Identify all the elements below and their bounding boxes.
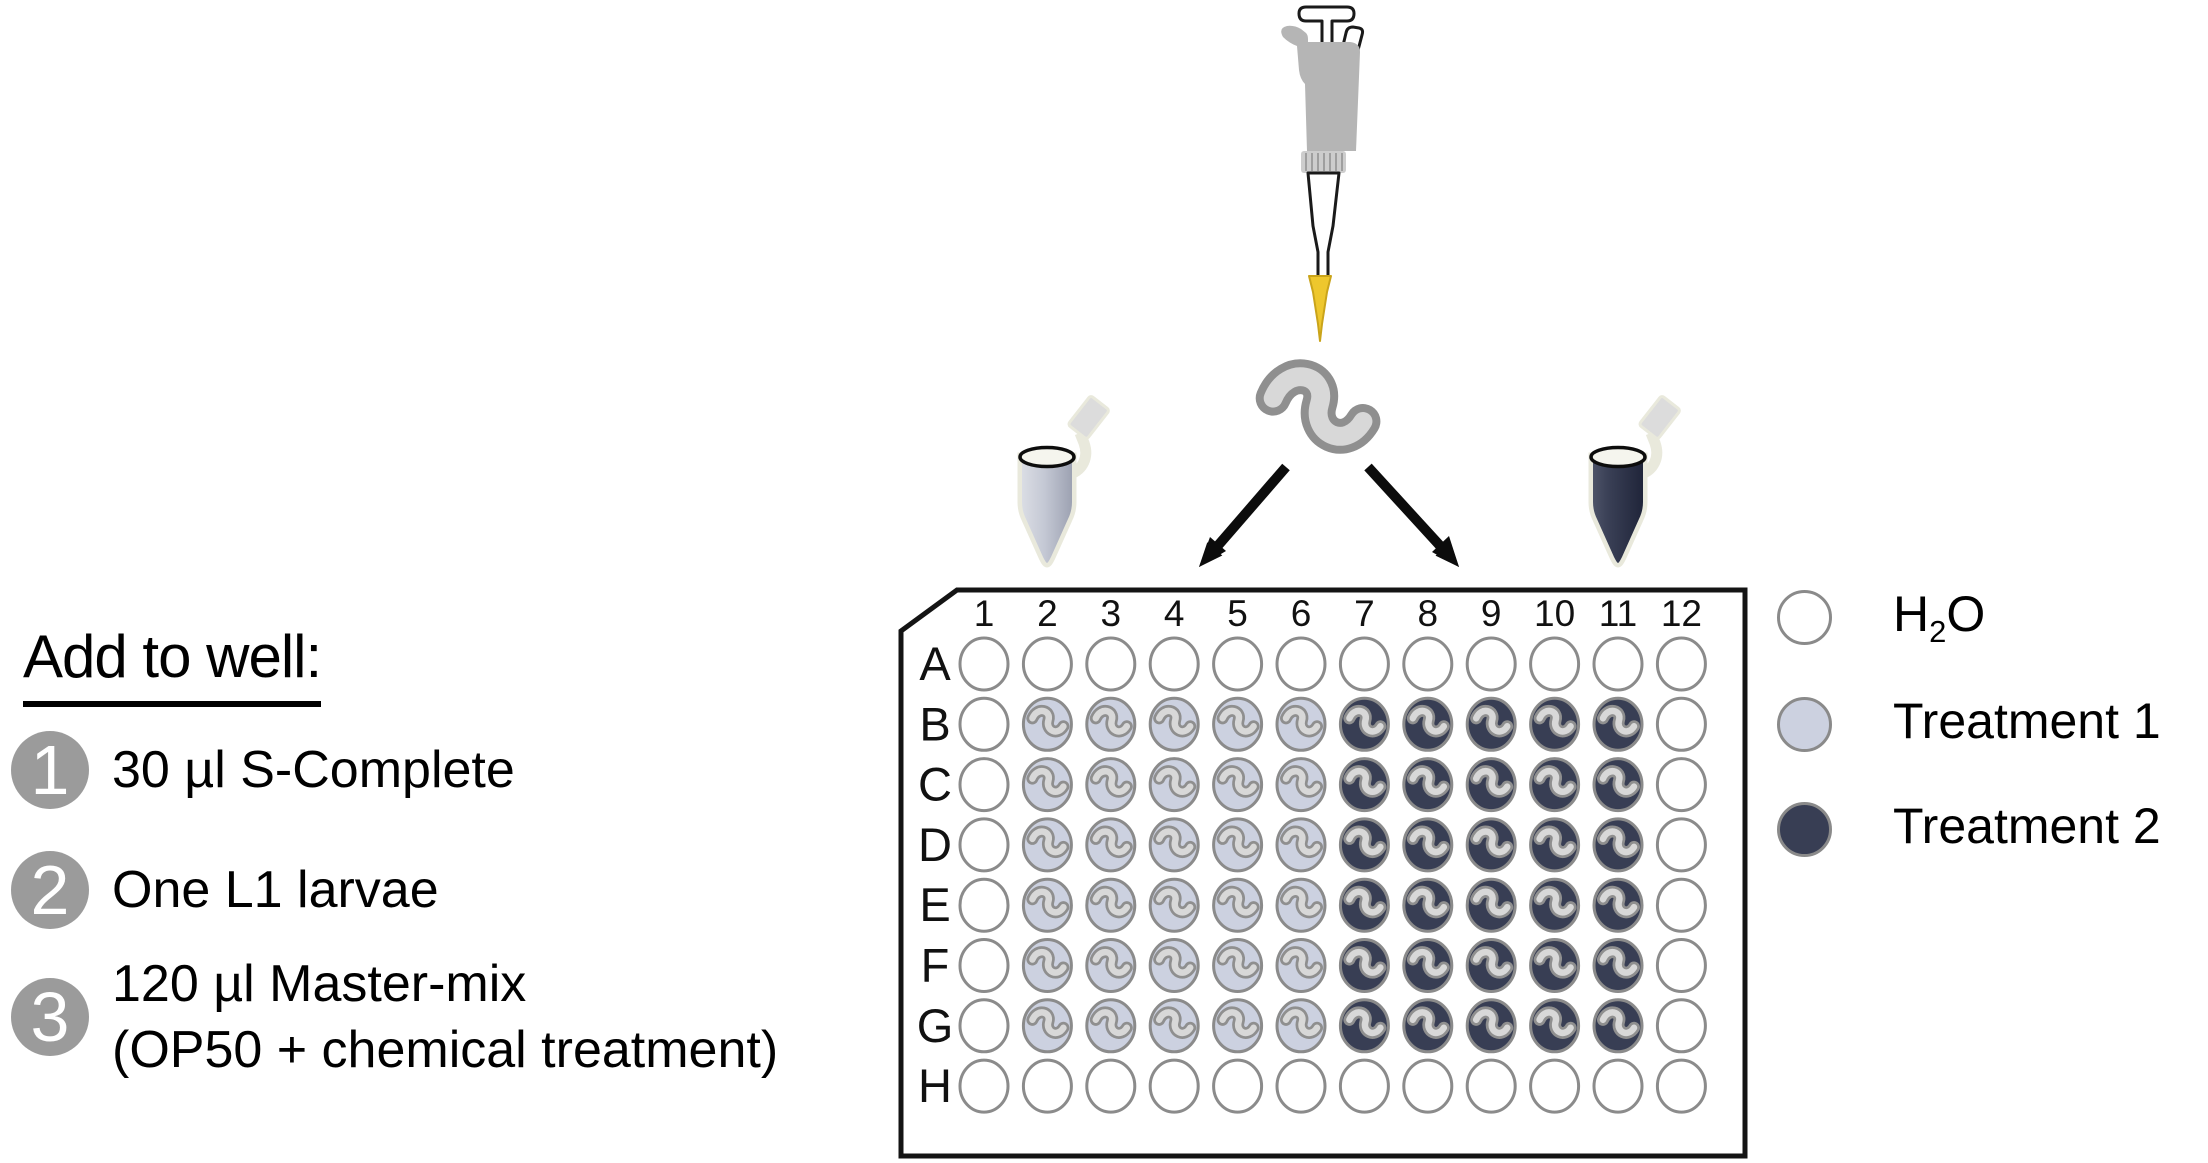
legend-swatch-treatment1 xyxy=(1777,696,1832,752)
instructions-heading: Add to well: xyxy=(23,622,322,707)
arrow-down-left-icon xyxy=(1199,463,1290,567)
step-1-text: 30 µl S-Complete xyxy=(112,741,515,799)
legend-label-h2o: H2O xyxy=(1893,585,1986,649)
well-H5-h2o xyxy=(1212,1058,1264,1114)
well-H9-h2o xyxy=(1465,1058,1517,1114)
well-F12-h2o xyxy=(1655,938,1707,993)
legend-item-treatment1: Treatment 1 xyxy=(1777,693,2161,752)
legend-label-treatment2: Treatment 2 xyxy=(1893,797,2161,854)
arrow-down-right-icon xyxy=(1364,463,1459,567)
row-label-G: G xyxy=(917,999,954,1052)
row-label-E: E xyxy=(919,878,950,931)
legend-label-treatment1: Treatment 1 xyxy=(1893,692,2161,749)
column-label-1: 1 xyxy=(974,593,995,634)
worm-icon xyxy=(1273,377,1363,437)
well-H7-h2o xyxy=(1338,1058,1390,1114)
well-B1-h2o xyxy=(958,696,1010,752)
column-label-4: 4 xyxy=(1164,593,1185,634)
step-2: 2 One L1 larvae xyxy=(11,851,439,929)
well-C1-h2o xyxy=(958,757,1010,813)
well-A6-h2o xyxy=(1275,636,1327,692)
step-3-text-line2: (OP50 + chemical treatment) xyxy=(112,1021,779,1079)
step-2-text: One L1 larvae xyxy=(112,861,439,919)
well-B12-h2o xyxy=(1655,696,1707,752)
well-A5-h2o xyxy=(1212,636,1264,692)
step-1: 1 30 µl S-Complete xyxy=(11,731,515,809)
column-label-11: 11 xyxy=(1599,593,1637,634)
well-H6-h2o xyxy=(1275,1058,1327,1114)
pipette-tip xyxy=(1308,275,1332,342)
microcentrifuge-tube-light-icon xyxy=(1017,395,1110,568)
well-F1-h2o xyxy=(958,938,1010,993)
column-label-2: 2 xyxy=(1037,593,1058,634)
well-D1-h2o xyxy=(958,817,1010,873)
legend-item-treatment2: Treatment 2 xyxy=(1777,798,2161,857)
column-label-5: 5 xyxy=(1227,593,1248,634)
well-D12-h2o xyxy=(1655,817,1707,873)
step-3-badge: 3 xyxy=(11,978,89,1056)
well-G12-h2o xyxy=(1655,998,1707,1054)
well-A7-h2o xyxy=(1338,636,1390,692)
well-A10-h2o xyxy=(1529,636,1581,692)
well-A12-h2o xyxy=(1655,636,1707,692)
well-A8-h2o xyxy=(1402,636,1454,692)
step-3-text-line1: 120 µl Master-mix xyxy=(112,955,527,1013)
well-C12-h2o xyxy=(1655,757,1707,813)
column-label-6: 6 xyxy=(1291,593,1312,634)
row-label-B: B xyxy=(919,697,950,750)
well-H11-h2o xyxy=(1592,1058,1644,1114)
row-label-F: F xyxy=(921,939,950,992)
legend-swatch-treatment2 xyxy=(1777,801,1832,857)
well-A4-h2o xyxy=(1148,636,1200,692)
row-label-D: D xyxy=(918,818,952,871)
pipette-icon xyxy=(1281,5,1365,342)
well-E1-h2o xyxy=(958,877,1010,933)
well-A11-h2o xyxy=(1592,636,1644,692)
well-A3-h2o xyxy=(1085,636,1137,692)
well-H12-h2o xyxy=(1655,1058,1707,1114)
column-label-7: 7 xyxy=(1354,593,1375,634)
step-2-badge: 2 xyxy=(11,851,89,929)
well-H10-h2o xyxy=(1529,1058,1581,1114)
microcentrifuge-tube-dark-icon xyxy=(1588,395,1681,568)
well-H4-h2o xyxy=(1148,1058,1200,1114)
well-G1-h2o xyxy=(958,998,1010,1054)
well-H8-h2o xyxy=(1402,1058,1454,1114)
step-3: 3 120 µl Master-mix (OP50 + chemical tre… xyxy=(11,951,778,1083)
well-A1-h2o xyxy=(958,636,1010,692)
row-label-H: H xyxy=(918,1059,952,1112)
column-label-9: 9 xyxy=(1481,593,1502,634)
well-E12-h2o xyxy=(1655,877,1707,933)
row-label-A: A xyxy=(919,637,951,690)
column-label-12: 12 xyxy=(1661,593,1702,634)
well-H3-h2o xyxy=(1085,1058,1137,1114)
well-A2-h2o xyxy=(1021,636,1073,692)
step-1-badge: 1 xyxy=(11,731,89,809)
column-label-3: 3 xyxy=(1101,593,1122,634)
column-label-8: 8 xyxy=(1418,593,1439,634)
row-label-C: C xyxy=(918,758,952,811)
legend-item-h2o: H2O xyxy=(1777,586,1985,649)
legend-swatch-h2o xyxy=(1777,589,1832,645)
well-A9-h2o xyxy=(1465,636,1517,692)
well-H1-h2o xyxy=(958,1058,1010,1114)
column-label-10: 10 xyxy=(1534,593,1575,634)
well-H2-h2o xyxy=(1021,1058,1073,1114)
